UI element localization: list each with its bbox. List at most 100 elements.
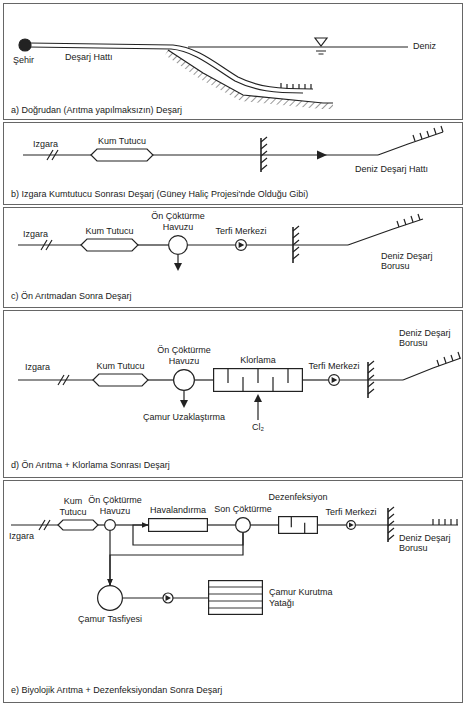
plain-label: Deniz Deşarj Borusu xyxy=(399,328,465,349)
panel-caption: c) Ön Arıtmadan Sonra Deşarj xyxy=(11,291,132,301)
panel-caption: a) Doğrudan (Arıtma yapılmaksızın) Deşar… xyxy=(11,105,182,115)
unit-label: Son Çöktürme xyxy=(214,504,272,514)
shape-outline xyxy=(93,374,148,386)
plain-label: Şehir xyxy=(13,55,34,65)
shape-outline xyxy=(239,242,245,248)
unit-label: Kum Tutucu xyxy=(96,361,144,371)
process-unit: Dezenfeksiyon xyxy=(278,516,318,534)
flow-line xyxy=(208,524,235,525)
flow-line xyxy=(110,533,243,585)
unit-symbol xyxy=(81,239,138,251)
plain-label: Izgara xyxy=(33,139,58,149)
unit-symbol xyxy=(346,520,356,530)
unit-symbol xyxy=(328,374,340,386)
unit-label: Terfi Merkezi xyxy=(216,226,267,236)
shape-outline xyxy=(236,240,247,251)
unit-label: Terfi Merkezi xyxy=(309,361,360,371)
unit-label: Kum Tutucu xyxy=(55,496,91,517)
shape-outline xyxy=(349,523,354,528)
plain-label: Deşarj Hattı xyxy=(65,52,113,62)
process-unit: Klorlama xyxy=(213,368,303,392)
unit-label: Ön Çöktürme Havuzu xyxy=(154,345,214,366)
shape-outline xyxy=(347,521,356,530)
flow-line xyxy=(188,244,235,245)
shape-outline xyxy=(81,239,138,251)
flow-line xyxy=(303,379,328,380)
panel-caption: e) Biyolojik Arıtma + Dezenfeksiyondan S… xyxy=(11,685,222,695)
scheme-panel: c) Ön Arıtmadan Sonra DeşarjKum TutucuÖn… xyxy=(3,207,463,308)
unit-label: Klorlama xyxy=(240,355,276,365)
plain-label: Deniz Deşarj Borusu xyxy=(381,251,453,272)
shape-outline xyxy=(209,581,263,615)
shape-outline xyxy=(228,369,288,392)
scheme-panel: a) Doğrudan (Arıtma yapılmaksızın) Deşar… xyxy=(3,3,463,120)
process-unit: Çamur Tasfiyesi xyxy=(97,585,123,611)
plain-label: Izgara xyxy=(23,229,48,239)
process-unit: Kum Tutucu xyxy=(58,520,98,530)
unit-symbol xyxy=(278,516,318,534)
shape-outline xyxy=(91,149,153,161)
unit-symbol xyxy=(91,149,153,161)
shape-outline xyxy=(329,375,340,386)
process-unit: Son Çöktürme xyxy=(235,517,251,533)
plain-label: Deniz Deşarj Borusu xyxy=(399,533,465,554)
shape-outline xyxy=(214,369,303,392)
panel-caption: d) Ön Arıtma + Klorlama Sonrası Deşarj xyxy=(11,460,170,470)
unit-symbol xyxy=(93,374,148,386)
process-unit: Çamur Kurutma Yatağı xyxy=(208,580,263,615)
unit-symbol xyxy=(213,368,303,392)
shape-outline xyxy=(174,370,195,391)
unit-symbol xyxy=(208,580,263,615)
plain-label: Cl₂ xyxy=(252,422,264,432)
process-unit: Kum Tutucu xyxy=(91,149,153,161)
scheme-panel: d) Ön Arıtma + Klorlama Sonrası Deşarj Ku… xyxy=(3,310,463,478)
shape-outline xyxy=(105,520,116,531)
unit-label: Kum Tutucu xyxy=(85,226,133,236)
flow-line xyxy=(318,524,346,525)
panel-caption: b) Izgara Kumtutucu Sonrası Deşarj (Güne… xyxy=(11,189,308,199)
unit-symbol xyxy=(97,585,123,611)
shape-outline xyxy=(291,517,304,534)
plain-label: Deniz Deşarj Hattı xyxy=(355,164,428,174)
shape-outline xyxy=(58,520,98,530)
shape-outline xyxy=(209,587,263,608)
shape-outline xyxy=(98,586,123,611)
unit-label: Çamur Kurutma Yatağı xyxy=(269,587,349,608)
process-unit: Havalandırma xyxy=(148,518,208,532)
unit-label: Ön Çöktürme Havuzu xyxy=(148,211,208,232)
unit-label: Kum Tutucu xyxy=(98,136,146,146)
unit-label: Terfi Merkezi xyxy=(326,507,377,517)
unit-symbol xyxy=(235,517,251,533)
process-unit: Ön Çöktürme Havuzu xyxy=(173,369,195,391)
unit-symbol xyxy=(58,520,98,530)
flow-line xyxy=(148,379,173,380)
process-unit: Terfi Merkezi xyxy=(235,239,247,251)
process-unit: Ön Çöktürme Havuzu xyxy=(168,235,188,255)
unit-label: Ön Çöktürme Havuzu xyxy=(86,495,144,516)
process-unit: Terfi Merkezi xyxy=(328,374,340,386)
flow-line xyxy=(98,524,104,525)
unit-label: Çamur Tasfiyesi xyxy=(78,614,142,624)
plain-label: Çamur Uzaklaştırma xyxy=(143,412,225,422)
shape-outline xyxy=(169,236,188,255)
process-unit: Ön Çöktürme Havuzu xyxy=(104,519,116,531)
plain-label: Deniz xyxy=(413,41,436,51)
shape-outline xyxy=(236,518,251,533)
unit-symbol xyxy=(148,518,208,532)
shape-outline xyxy=(149,519,208,532)
process-unit: Kum Tutucu xyxy=(93,374,148,386)
process-unit: Kum Tutucu xyxy=(81,239,138,251)
flow-line xyxy=(138,244,168,245)
flow-line xyxy=(251,524,278,525)
process-unit: Terfi Merkezi xyxy=(346,520,356,530)
plain-label: Izgara xyxy=(9,531,34,541)
scheme-panel: e) Biyolojik Arıtma + Dezenfeksiyondan S… xyxy=(3,480,463,703)
unit-symbol xyxy=(168,235,188,255)
shape-outline xyxy=(332,377,338,383)
plain-label: Izgara xyxy=(25,362,50,372)
unit-symbol xyxy=(235,239,247,251)
flow-line xyxy=(195,379,213,380)
unit-label: Dezenfeksiyon xyxy=(268,492,327,502)
scheme-panel: b) Izgara Kumtutucu Sonrası Deşarj (Güne… xyxy=(3,122,463,205)
